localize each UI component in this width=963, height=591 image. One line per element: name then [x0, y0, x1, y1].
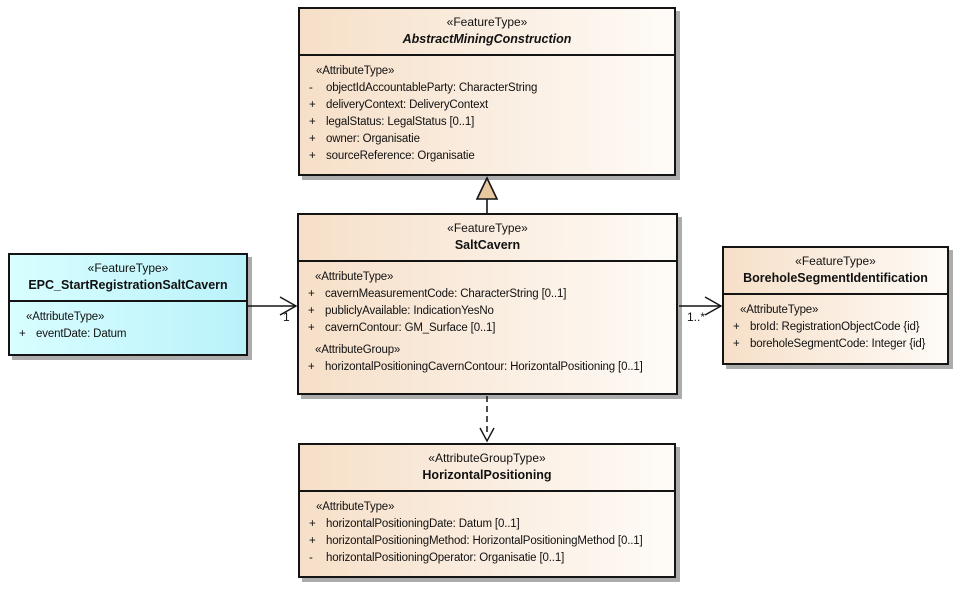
- attribute-section-label: «AttributeType»: [26, 311, 105, 323]
- generalization-connector-saltcavern-to-abstractminingconstruction[interactable]: [475, 176, 499, 213]
- class-stereotype: «FeatureType»: [87, 261, 169, 275]
- attribute-row: + horizontalPositioningMethod: Horizontal…: [306, 533, 670, 550]
- class-name: SaltCavern: [454, 238, 521, 252]
- class-name: BoreholeSegmentIdentification: [743, 271, 928, 285]
- visibility-marker: +: [309, 133, 316, 145]
- attribute-text: eventDate: Datum: [36, 328, 127, 340]
- class-stereotype: «AttributeGroupType»: [428, 451, 546, 465]
- attributes-compartment: «AttributeType» + horizontalPositioningDa…: [300, 492, 674, 571]
- visibility-marker: +: [733, 338, 740, 350]
- visibility-marker: +: [309, 518, 316, 530]
- attributes-compartment: «AttributeType» + broId: RegistrationObje…: [724, 295, 947, 357]
- attribute-section-label: «AttributeGroup»: [315, 344, 401, 356]
- attributes-compartment: «AttributeType» - objectIdAccountablePart…: [300, 56, 674, 169]
- attribute-row: + cavernContour: GM_Surface [0..1]: [305, 320, 672, 337]
- attribute-row: + horizontalPositioningCavernContour: Hor…: [305, 359, 672, 376]
- multiplicity-label-left: 1: [283, 310, 290, 324]
- visibility-marker: +: [309, 150, 316, 162]
- attribute-text: cavernMeasurementCode: CharacterString […: [325, 288, 567, 300]
- class-box-horizontalpositioning[interactable]: «AttributeGroupType» HorizontalPositioni…: [298, 443, 676, 578]
- attribute-row: + sourceReference: Organisatie: [306, 148, 670, 165]
- attribute-section-label: «AttributeType»: [316, 501, 395, 513]
- visibility-marker: -: [309, 552, 313, 564]
- attribute-row: + boreholeSegmentCode: Integer {id}: [730, 336, 943, 353]
- multiplicity-label-right: 1..*: [687, 310, 706, 324]
- attribute-text: horizontalPositioningCavernContour: Hori…: [325, 361, 643, 373]
- attribute-text: deliveryContext: DeliveryContext: [326, 99, 489, 111]
- visibility-marker: +: [309, 535, 316, 547]
- generalization-triangle-arrowhead: [475, 176, 499, 200]
- attribute-section-label: «AttributeType»: [315, 271, 394, 283]
- attribute-text: boreholeSegmentCode: Integer {id}: [750, 338, 926, 350]
- class-title: «FeatureType» EPC_StartRegistrationSaltC…: [10, 255, 246, 302]
- attribute-row: + broId: RegistrationObjectCode {id}: [730, 319, 943, 336]
- attribute-row: - objectIdAccountableParty: CharacterStri…: [306, 80, 670, 97]
- dependency-connector-saltcavern-to-horizontalpositioning[interactable]: [479, 396, 495, 443]
- attribute-text: horizontalPositioningDate: Datum [0..1]: [326, 518, 520, 530]
- class-name: HorizontalPositioning: [422, 468, 552, 482]
- visibility-marker: +: [309, 99, 316, 111]
- attribute-row: + publiclyAvailable: IndicationYesNo: [305, 303, 672, 320]
- class-stereotype: «FeatureType»: [795, 254, 876, 268]
- class-box-abstractminingconstruction[interactable]: «FeatureType» AbstractMiningConstruction…: [298, 7, 676, 176]
- visibility-marker: -: [309, 82, 313, 94]
- attribute-section-label: «AttributeType»: [316, 65, 395, 77]
- attribute-row: + legalStatus: LegalStatus [0..1]: [306, 114, 670, 131]
- visibility-marker: +: [308, 361, 315, 373]
- visibility-marker: +: [308, 322, 315, 334]
- attribute-section-label: «AttributeType»: [740, 304, 819, 316]
- attribute-row: + horizontalPositioningDate: Datum [0..1]: [306, 516, 670, 533]
- attribute-row: + owner: Organisatie: [306, 131, 670, 148]
- visibility-marker: +: [733, 321, 740, 333]
- attribute-row: + eventDate: Datum: [16, 326, 242, 343]
- attribute-text: legalStatus: LegalStatus [0..1]: [326, 116, 475, 128]
- visibility-marker: +: [309, 116, 316, 128]
- open-arrowhead-right: [704, 296, 723, 316]
- attribute-text: broId: RegistrationObjectCode {id}: [750, 321, 920, 333]
- attribute-text: horizontalPositioningOperator: Organisat…: [326, 552, 565, 564]
- attribute-row: + deliveryContext: DeliveryContext: [306, 97, 670, 114]
- visibility-marker: +: [19, 328, 26, 340]
- attribute-text: horizontalPositioningMethod: HorizontalP…: [326, 535, 643, 547]
- attributes-compartment: «AttributeType» + cavernMeasurementCode: …: [299, 262, 676, 380]
- class-name: EPC_StartRegistrationSaltCavern: [28, 278, 228, 292]
- class-stereotype: «FeatureType»: [447, 221, 528, 235]
- attribute-text: owner: Organisatie: [326, 133, 420, 145]
- class-box-saltcavern[interactable]: «FeatureType» SaltCavern «AttributeType»…: [297, 213, 678, 395]
- attribute-row: + cavernMeasurementCode: CharacterString …: [305, 286, 672, 303]
- class-title: «FeatureType» AbstractMiningConstruction: [300, 9, 674, 56]
- attribute-text: publiclyAvailable: IndicationYesNo: [325, 305, 494, 317]
- visibility-marker: +: [308, 305, 315, 317]
- attribute-text: sourceReference: Organisatie: [326, 150, 475, 162]
- class-box-epc-startregistrationsaltcavern[interactable]: «FeatureType» EPC_StartRegistrationSaltC…: [8, 253, 248, 356]
- attribute-row: - horizontalPositioningOperator: Organisa…: [306, 550, 670, 567]
- visibility-marker: +: [308, 288, 315, 300]
- attributes-compartment: «AttributeType» + eventDate: Datum: [10, 302, 246, 347]
- class-title: «FeatureType» SaltCavern: [299, 215, 676, 262]
- attribute-text: objectIdAccountableParty: CharacterStrin…: [326, 82, 538, 94]
- class-stereotype: «FeatureType»: [446, 15, 528, 29]
- attribute-text: cavernContour: GM_Surface [0..1]: [325, 322, 496, 334]
- class-title: «AttributeGroupType» HorizontalPositioni…: [300, 445, 674, 492]
- class-box-boreholesegmentidentification[interactable]: «FeatureType» BoreholeSegmentIdentificat…: [722, 246, 949, 365]
- open-arrowhead-down: [479, 427, 495, 443]
- class-title: «FeatureType» BoreholeSegmentIdentificat…: [724, 248, 947, 295]
- class-name: AbstractMiningConstruction: [402, 32, 572, 46]
